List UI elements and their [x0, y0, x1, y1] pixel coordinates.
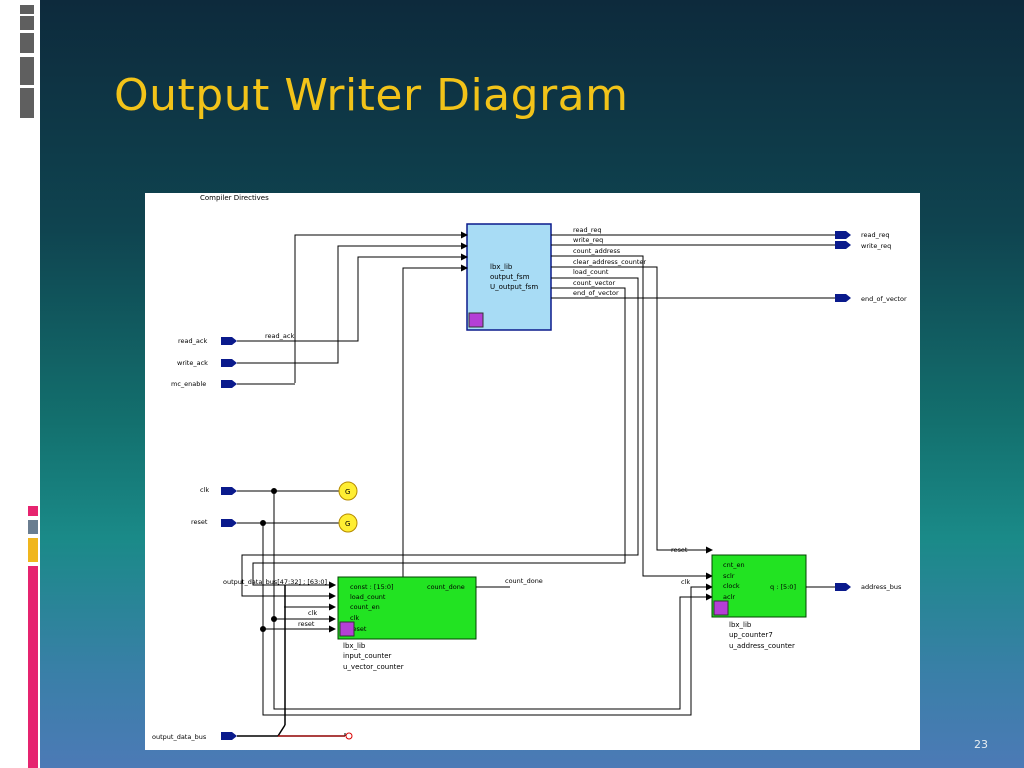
output-fsm-block[interactable]: [466, 223, 552, 331]
wire-label-bus-slice: output_data_bus[47:32] ; [63:0]: [223, 578, 327, 586]
ic-port-count-done: count_done: [427, 583, 465, 591]
port-read-ack[interactable]: [221, 337, 237, 345]
clk-generator-label: G: [345, 488, 350, 496]
port-write-ack-label: write_ack: [177, 359, 208, 367]
corner-decoration: [20, 5, 34, 118]
input-counter-ports: const : [15:0] load_count count_en clk r…: [350, 583, 465, 633]
input-counter-wires: [271, 581, 510, 611]
schematic-svg: Compiler Directives lbx_lib output_fsm U…: [152, 194, 907, 741]
input-counter-block[interactable]: [337, 576, 477, 640]
wire-label-read-ack: read_ack: [265, 332, 294, 340]
port-clk-label: clk: [200, 486, 209, 494]
ic-port-clk: clk: [350, 614, 359, 622]
port-output-data-bus[interactable]: [221, 732, 237, 740]
up-counter-icon: [713, 600, 729, 616]
output-fsm-instance: U_output_fsm: [490, 283, 538, 291]
port-read-ack-label: read_ack: [178, 337, 207, 345]
fsm-type-icon: [468, 312, 484, 328]
ic-port-count-en: count_en: [350, 603, 380, 611]
fsm-out-count-address: count_address: [573, 247, 621, 255]
fsm-out-end-of-vector: end_of_vector: [573, 289, 619, 297]
port-clk[interactable]: [221, 487, 237, 495]
uc-port-clock: clock: [723, 582, 740, 590]
uc-lib: lbx_lib: [729, 621, 752, 629]
wire-label-reset-right: reset: [671, 546, 688, 554]
data-bus: [237, 585, 346, 737]
ic-instance: u_vector_counter: [343, 663, 404, 671]
uc-port-aclr: aclr: [723, 593, 735, 601]
uc-port-cnt-en: cnt_en: [723, 561, 745, 569]
compiler-directives-label: Compiler Directives: [200, 194, 269, 202]
reset-generator-label: G: [345, 520, 350, 528]
fsm-output-wires: [241, 234, 835, 600]
fsm-out-count-vector: count_vector: [573, 279, 616, 287]
clk-junction: [271, 488, 277, 494]
reset-generator[interactable]: [338, 513, 358, 533]
output-fsm-lib: lbx_lib: [490, 263, 513, 271]
slide-number: 23: [974, 738, 988, 751]
port-mc-enable[interactable]: [221, 380, 237, 388]
color-stripe: [28, 506, 38, 768]
fsm-out-clear-address-counter: clear_address_counter: [573, 258, 646, 266]
ic-port-const: const : [15:0]: [350, 583, 394, 591]
input-counter-caption: lbx_lib input_counter u_vector_counter: [343, 642, 404, 671]
diagram-panel: Compiler Directives lbx_lib output_fsm U…: [145, 193, 920, 750]
uc-type: up_counter7: [729, 631, 773, 639]
fsm-input-arrows: [237, 231, 468, 483]
port-reset-label: reset: [191, 518, 208, 526]
clk-junction-2: [271, 616, 277, 622]
port-end-of-vector[interactable]: [835, 294, 851, 302]
wire-label-clk-left: clk: [308, 609, 317, 617]
port-write-ack[interactable]: [221, 359, 237, 367]
right-output-ports: read_req write_req end_of_vector address…: [835, 231, 907, 591]
input-counter-icon: [339, 621, 355, 637]
port-mc-enable-label: mc_enable: [171, 380, 206, 388]
port-end-of-vector-label: end_of_vector: [861, 295, 907, 303]
reset-junction-2: [260, 626, 266, 632]
port-address-bus[interactable]: [835, 583, 851, 591]
fsm-output-labels: read_req write_req count_address clear_a…: [573, 226, 646, 297]
port-reset[interactable]: [221, 519, 237, 527]
slide-title: Output Writer Diagram: [114, 70, 629, 121]
ic-lib: lbx_lib: [343, 642, 366, 650]
port-read-req[interactable]: [835, 231, 851, 239]
ic-type: input_counter: [343, 652, 392, 660]
up-counter-ports: cnt_en sclr clock aclr q : [5:0]: [723, 561, 796, 601]
fsm-out-write-req: write_req: [573, 236, 603, 244]
port-write-req[interactable]: [835, 241, 851, 249]
output-fsm-type: output_fsm: [490, 273, 530, 281]
ic-port-reset: reset: [350, 625, 367, 633]
wire-label-clk-right: clk: [681, 578, 690, 586]
ic-port-load-count: load_count: [350, 593, 386, 601]
up-counter-caption: lbx_lib up_counter7 u_address_counter: [729, 621, 795, 650]
port-read-req-label: read_req: [861, 231, 890, 239]
uc-port-q: q : [5:0]: [770, 583, 796, 591]
uc-instance: u_address_counter: [729, 642, 795, 650]
port-output-data-bus-label: output_data_bus: [152, 733, 207, 741]
left-input-ports: read_ack write_ack mc_enable clk reset o…: [152, 337, 237, 741]
clk-generator[interactable]: [338, 481, 358, 501]
reset-junction: [260, 520, 266, 526]
port-write-req-label: write_req: [861, 242, 891, 250]
bus-end-marker: [345, 732, 353, 740]
port-address-bus-label: address_bus: [861, 583, 902, 591]
wire-label-count-done: count_done: [505, 577, 543, 585]
wire-label-reset-left: reset: [298, 620, 315, 628]
fsm-out-read-req: read_req: [573, 226, 602, 234]
uc-port-sclr: sclr: [723, 572, 735, 580]
fsm-out-load-count: load_count: [573, 268, 609, 276]
